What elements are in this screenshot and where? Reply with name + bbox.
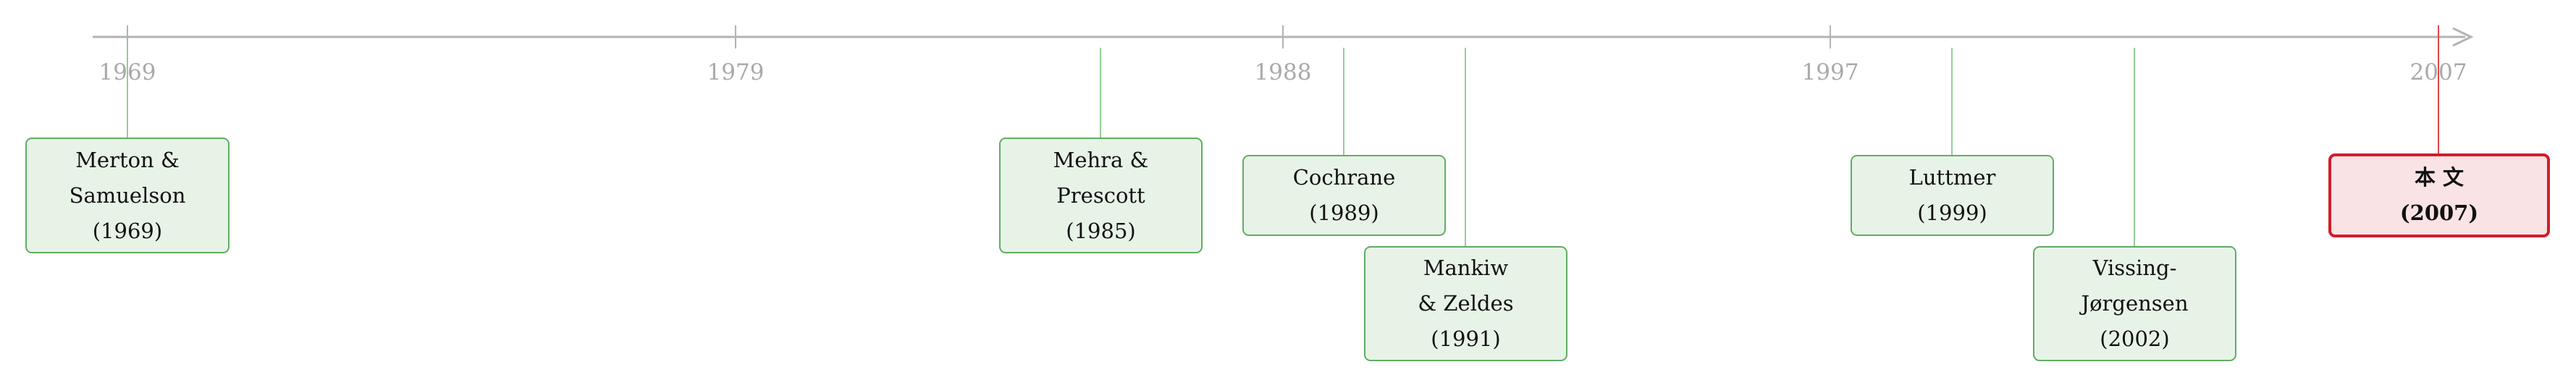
tick-label-1979: 1979 xyxy=(707,59,765,85)
reference-label-highlight: 本 文 (2007) xyxy=(2399,165,2479,225)
tick-label-1969: 1969 xyxy=(98,59,156,85)
reference-label: Vissing- Jørgensen (2002) xyxy=(2081,256,2189,351)
axis-arrow-icon xyxy=(2452,27,2474,47)
reference-label: Merton & Samuelson (1969) xyxy=(69,147,186,243)
reference-box-mankiw-zeldes: Mankiw & Zeldes (1991) xyxy=(1364,246,1567,361)
reference-label: Mehra & Prescott (1985) xyxy=(1053,147,1149,243)
reference-label: Mankiw & Zeldes (1991) xyxy=(1418,256,1514,351)
reference-box-mehra-prescott: Mehra & Prescott (1985) xyxy=(999,138,1203,253)
reference-label: Cochrane (1989) xyxy=(1292,165,1396,225)
reference-box-merton-samuelson: Merton & Samuelson (1969) xyxy=(25,138,230,253)
reference-box-cochrane: Cochrane (1989) xyxy=(1242,155,1446,236)
reference-box-luttmer: Luttmer (1999) xyxy=(1851,155,2054,236)
reference-box-vissing-jorgensen: Vissing- Jørgensen (2002) xyxy=(2033,246,2236,361)
tick-label-2007: 2007 xyxy=(2409,59,2467,85)
reference-label: Luttmer (1999) xyxy=(1908,165,1996,225)
tick-label-1988: 1988 xyxy=(1254,59,1312,85)
tick-label-1997: 1997 xyxy=(1801,59,1859,85)
reference-box-this-paper: 本 文 (2007) xyxy=(2328,153,2550,237)
